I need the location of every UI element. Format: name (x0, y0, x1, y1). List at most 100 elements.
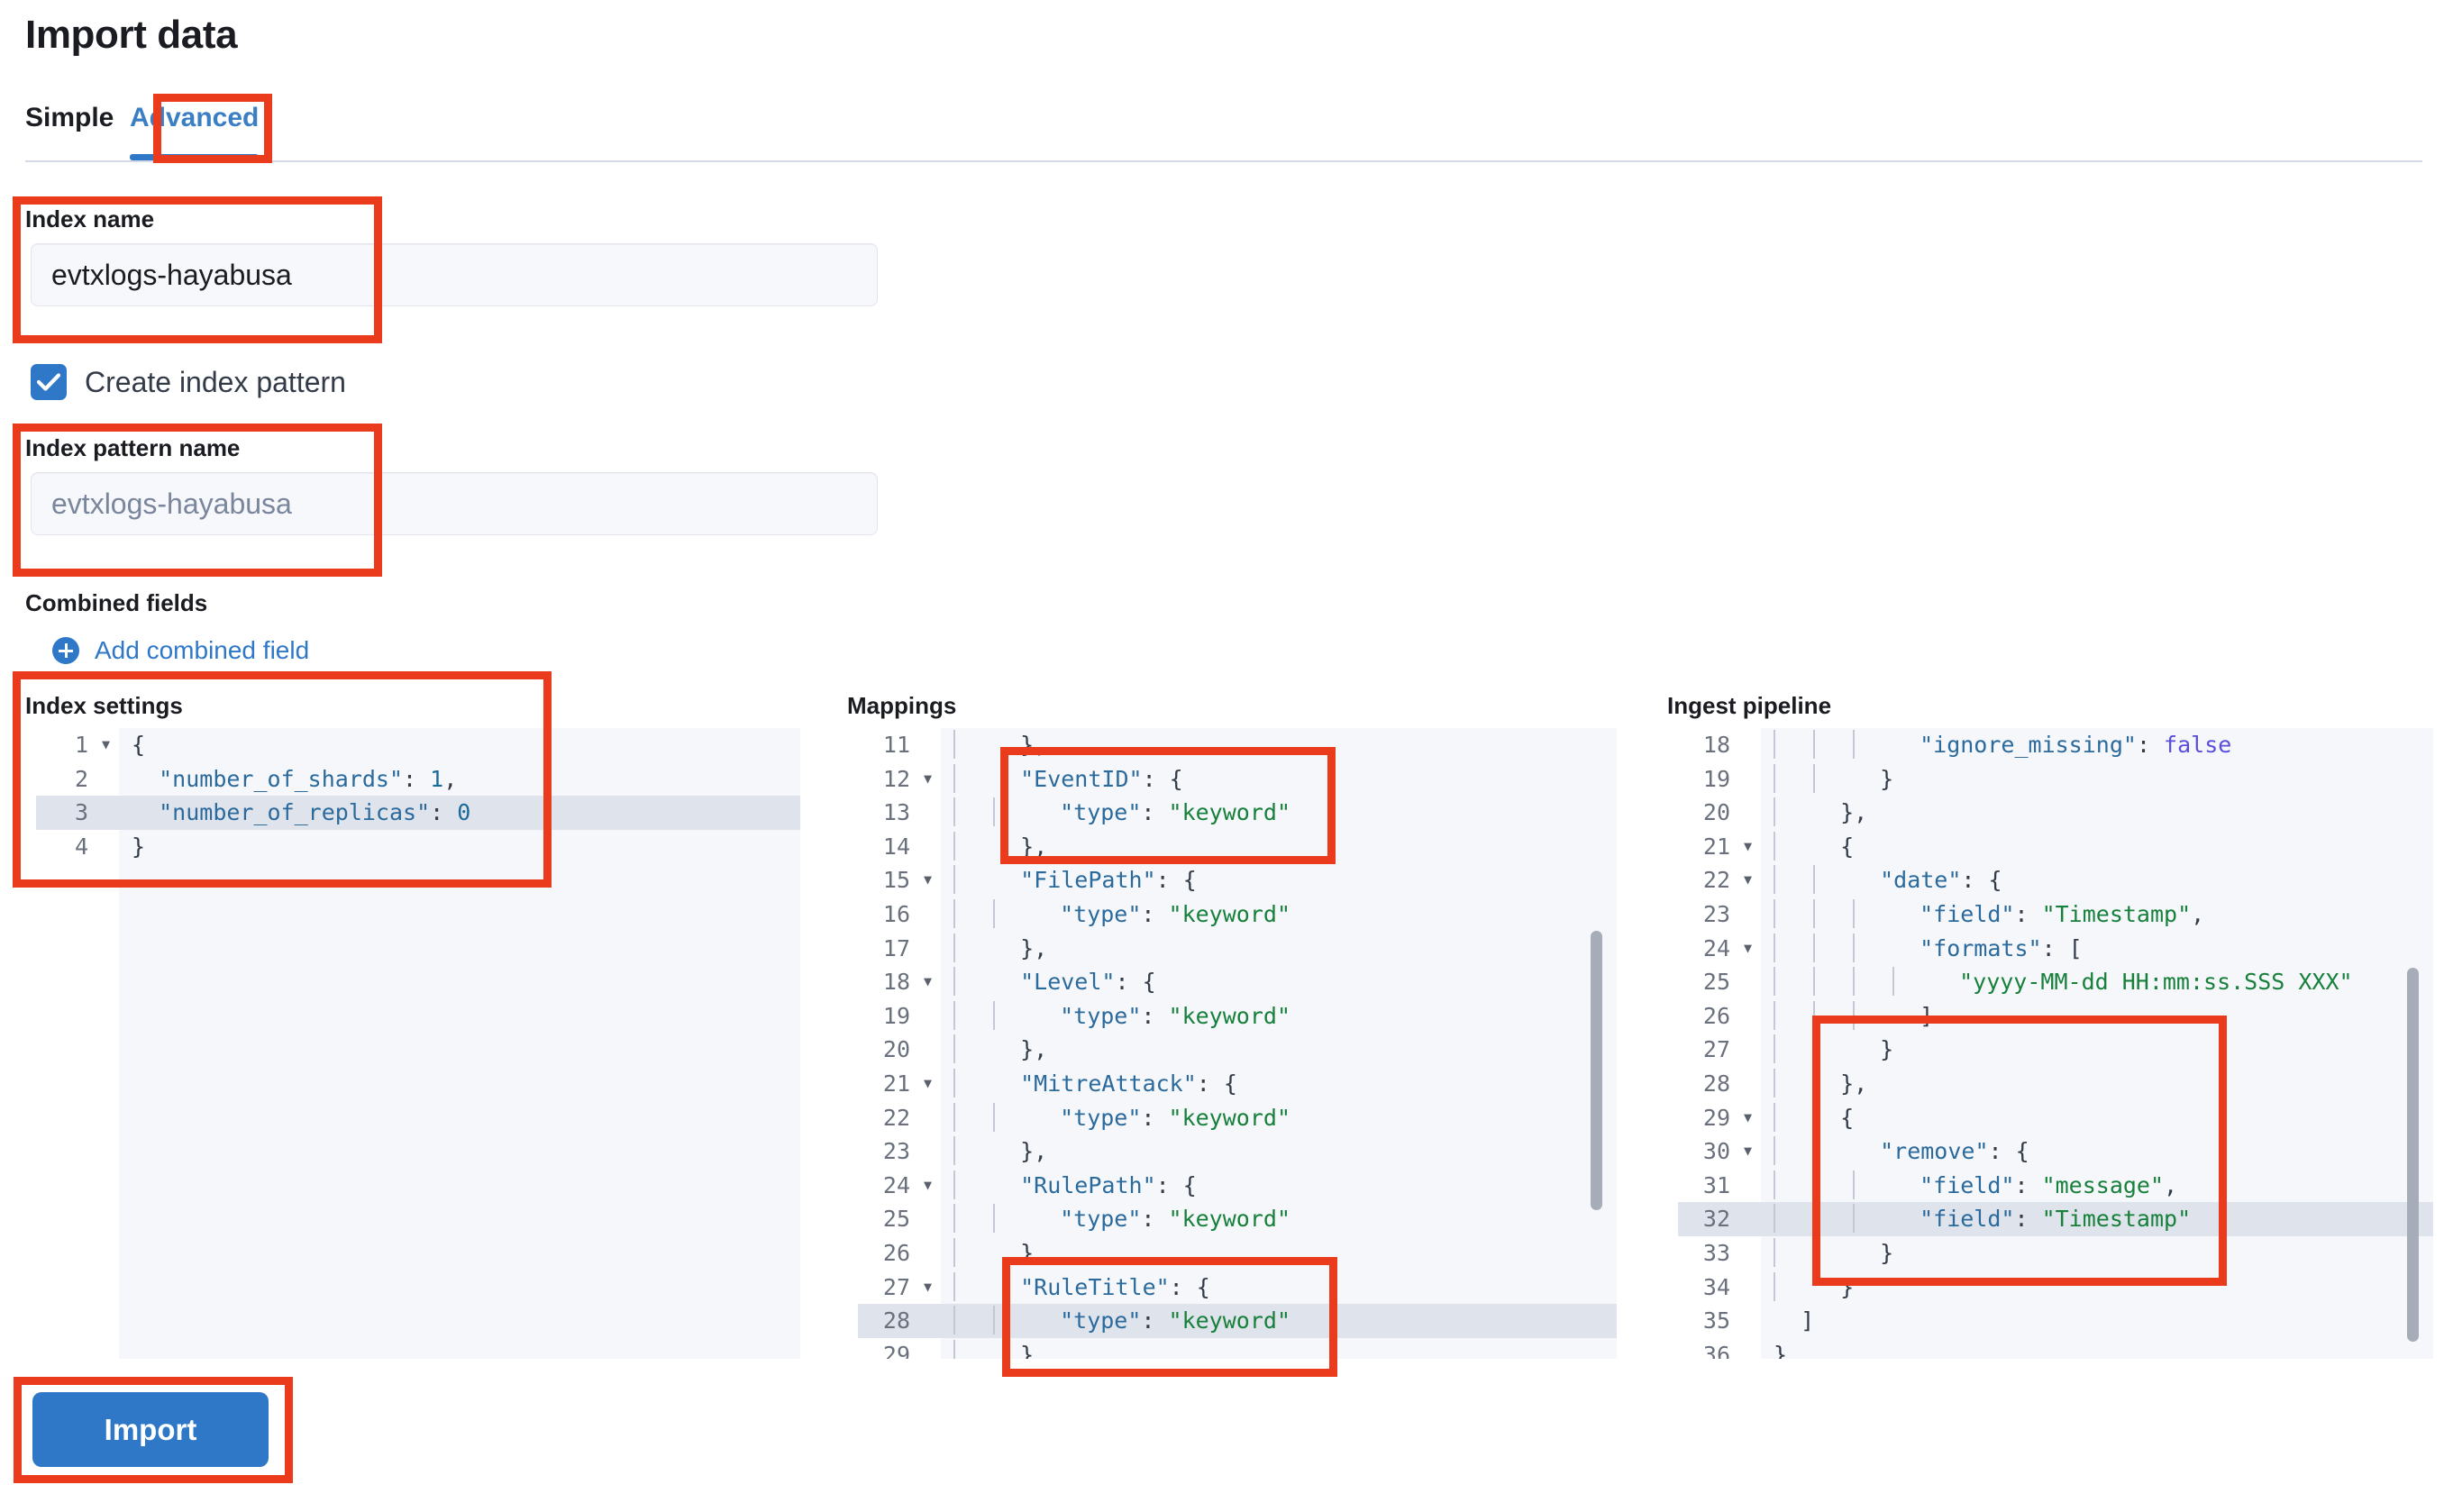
indent-guide (953, 730, 955, 759)
fold-caret-icon[interactable]: ▼ (1743, 939, 1752, 956)
indent-guide (953, 763, 955, 793)
code-token: : (2136, 732, 2165, 758)
fold-caret-icon[interactable]: ▼ (1743, 1108, 1752, 1125)
fold-caret-icon[interactable]: ▼ (923, 1278, 932, 1295)
code-token: "yyyy-MM-dd HH:mm:ss.SSS XXX" (1932, 969, 2353, 996)
editor-code-line: } (1761, 1271, 2433, 1305)
index-name-label: Index name (25, 205, 155, 232)
editor-code-line: { (1761, 1101, 2433, 1135)
code-token: "keyword" (1168, 1002, 1290, 1029)
code-token: : { (1115, 969, 1156, 996)
editor-line-number: 18▼ (858, 965, 941, 999)
indent-guide (953, 1204, 955, 1234)
editor-code-line: }, (941, 728, 1617, 762)
editor-code-line: }, (1761, 796, 2433, 830)
editor-line-number: 11 (882, 732, 910, 758)
indent-guide (1774, 831, 1775, 861)
code-token (132, 799, 159, 825)
fold-caret-icon[interactable]: ▼ (923, 871, 932, 888)
fold-caret-icon[interactable]: ▼ (1743, 1143, 1752, 1160)
code-token: : (2014, 1171, 2042, 1198)
fold-caret-icon[interactable]: ▼ (923, 1176, 932, 1193)
editor-line-number: 15▼ (858, 863, 941, 897)
code-token: , (2191, 900, 2205, 927)
ingest-pipeline-vertical-scrollbar[interactable] (2407, 968, 2419, 1342)
fold-caret-icon[interactable]: ▼ (101, 736, 110, 752)
editor-line-number: 19 (1702, 765, 1730, 792)
indent-guide (1853, 898, 1855, 928)
indent-guide (1853, 1170, 1855, 1199)
indent-guide (1813, 967, 1815, 997)
code-token: "RulePath" (993, 1171, 1156, 1198)
code-token: } (132, 833, 146, 860)
editor-line-number: 33 (1702, 1239, 1730, 1266)
editor-line-number: 31 (1702, 1171, 1730, 1198)
editor-code[interactable]: "ignore_missing": false } }, { "date": {… (1761, 728, 2433, 1359)
editor-code[interactable]: { "number_of_shards": 1, "number_of_repl… (119, 728, 800, 1359)
editor-line-number: 20 (1702, 799, 1730, 826)
code-token: : (1141, 1206, 1169, 1233)
code-token: : (1141, 1002, 1169, 1029)
code-token: "message" (2041, 1171, 2165, 1198)
code-token: "Timestamp" (2041, 1206, 2192, 1233)
create-index-pattern-checkbox[interactable]: Create index pattern (31, 364, 346, 400)
code-token: 0 (457, 799, 471, 826)
tab-advanced[interactable]: Advanced (130, 90, 260, 160)
code-token: "field" (1892, 900, 2015, 927)
import-button[interactable]: Import (32, 1392, 269, 1467)
editor-line-number: 27▼ (858, 1271, 941, 1305)
code-token: } (1853, 1239, 1894, 1266)
editor-code-line: "field": "Timestamp", (1761, 897, 2433, 932)
fold-caret-icon[interactable]: ▼ (923, 770, 932, 787)
indent-guide (1774, 1204, 1775, 1234)
index-pattern-name-input[interactable]: evtxlogs-hayabusa (31, 472, 878, 535)
fold-caret-icon[interactable]: ▼ (923, 1074, 932, 1091)
add-combined-field-link[interactable]: Add combined field (52, 636, 309, 665)
editor-line-number: 29▼ (1678, 1101, 1761, 1135)
code-token: "Timestamp" (2041, 900, 2192, 927)
editor-line-number: 28 (1702, 1070, 1730, 1097)
tab-simple[interactable]: Simple (25, 90, 114, 160)
indent-guide (1853, 1204, 1855, 1234)
code-token: "type" (1033, 1307, 1142, 1334)
editor-code-line: "number_of_replicas": 0 (119, 796, 800, 830)
editor-code-line: "remove": { (1761, 1134, 2433, 1169)
editor-code-line: "field": "message", (1761, 1169, 2433, 1203)
checkmark-icon (31, 364, 67, 400)
indent-guide (1813, 1136, 1815, 1166)
editor-line-number: 24▼ (858, 1169, 941, 1203)
indent-guide (953, 1034, 955, 1064)
indent-guide (993, 1102, 995, 1132)
editor-line-number: 19 (882, 1002, 910, 1029)
editor-code[interactable]: }, "EventID": { "type": "keyword" }, "Fi… (941, 728, 1617, 1359)
code-token: "type" (1033, 1002, 1142, 1029)
editor-line-number: 23 (882, 1138, 910, 1165)
code-token: "RuleTitle" (993, 1273, 1170, 1300)
indent-guide (1813, 1000, 1815, 1030)
indent-guide (953, 831, 955, 861)
indent-guide (993, 1306, 995, 1335)
editor-code-line: "ignore_missing": false (1761, 728, 2433, 762)
editor-line-number: 26 (882, 1239, 910, 1266)
mappings-vertical-scrollbar[interactable] (1591, 931, 1602, 1210)
code-token: : (2014, 1206, 2042, 1233)
indent-guide (953, 1068, 955, 1098)
code-token: : [ (2041, 934, 2083, 961)
index-name-input[interactable]: evtxlogs-hayabusa (31, 243, 878, 306)
editor-code-line: "type": "keyword" (941, 1101, 1617, 1135)
code-token: "formats" (1892, 934, 2042, 961)
editor-code-line: ] (1761, 999, 2433, 1034)
fold-caret-icon[interactable]: ▼ (1743, 837, 1752, 854)
indent-guide (1774, 1170, 1775, 1199)
indent-guide (1774, 898, 1775, 928)
fold-caret-icon[interactable]: ▼ (923, 973, 932, 990)
fold-caret-icon[interactable]: ▼ (1743, 871, 1752, 888)
code-token: "type" (1033, 900, 1142, 927)
code-token: "type" (1033, 1104, 1142, 1131)
code-token: "ignore_missing" (1892, 732, 2137, 758)
editor-line-number: 35 (1702, 1307, 1730, 1334)
editor-line-number: 27 (1702, 1036, 1730, 1063)
